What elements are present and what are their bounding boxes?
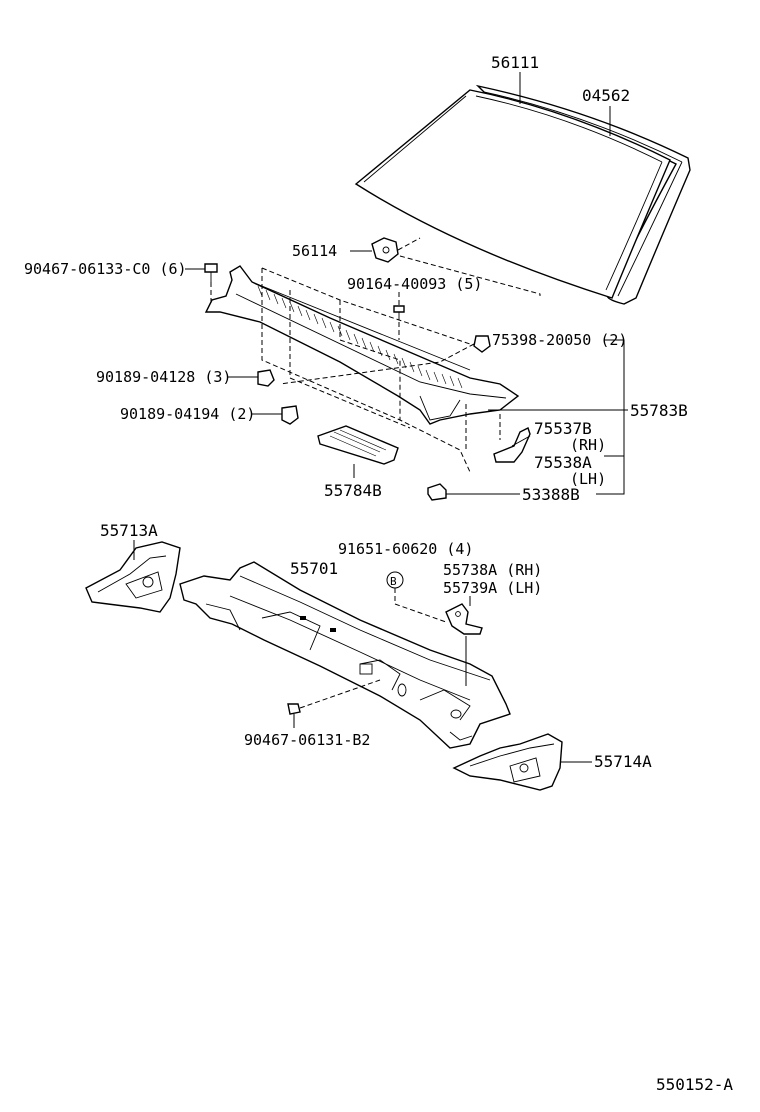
bolt-bottom bbox=[287, 703, 301, 715]
clip-04194 bbox=[281, 405, 299, 425]
dash-75398 bbox=[279, 343, 475, 385]
label-75537b: 75537B bbox=[534, 419, 592, 438]
label-b-mark: B bbox=[390, 575, 397, 588]
side-panel-lh bbox=[85, 541, 181, 613]
clip-04128 bbox=[257, 369, 275, 387]
label-04562: 04562 bbox=[582, 86, 630, 105]
label-75398: 75398-20050 (2) bbox=[492, 331, 627, 349]
label-55783b: 55783B bbox=[630, 401, 688, 420]
leader-bracket bbox=[511, 435, 531, 447]
label-55738a: 55738A (RH) bbox=[443, 561, 542, 579]
label-75538a: 75538A bbox=[534, 453, 592, 472]
label-75537b-side: (RH) bbox=[570, 436, 606, 454]
label-55714a: 55714A bbox=[594, 752, 652, 771]
seal-55784b bbox=[317, 425, 399, 465]
label-56111: 56111 bbox=[491, 53, 539, 72]
bolt-top bbox=[204, 263, 218, 282]
clip-75398 bbox=[473, 335, 491, 353]
dash-56114 bbox=[397, 237, 541, 296]
label-55701: 55701 bbox=[290, 559, 338, 578]
leader-group-right bbox=[596, 339, 625, 495]
bracket-75537b bbox=[493, 427, 531, 463]
dash-louver-d bbox=[339, 300, 401, 420]
label-56114: 56114 bbox=[292, 242, 337, 260]
cowl-louver bbox=[204, 265, 520, 425]
screw-top bbox=[393, 305, 405, 320]
label-04128: 90189-04128 (3) bbox=[96, 368, 231, 386]
label-screw-top: 90164-40093 (5) bbox=[347, 275, 482, 293]
clip-56114 bbox=[371, 237, 399, 263]
diagram-code: 550152-A bbox=[656, 1075, 733, 1094]
cowl-panel bbox=[179, 561, 511, 749]
cushion-53388b bbox=[427, 483, 447, 501]
dash-louver-c bbox=[289, 290, 411, 429]
label-bolt-bottom: 90467-06131-B2 bbox=[244, 731, 370, 749]
label-55739a: 55739A (LH) bbox=[443, 579, 542, 597]
label-91651: 91651-60620 (4) bbox=[338, 540, 473, 558]
label-75538a-side: (LH) bbox=[570, 470, 606, 488]
label-55713a: 55713A bbox=[100, 521, 158, 540]
dash-b-mark bbox=[394, 588, 447, 623]
brace-55738a bbox=[445, 603, 483, 635]
windshield-glass bbox=[354, 89, 671, 299]
label-bolt-top: 90467-06133-C0 (6) bbox=[24, 260, 187, 278]
side-panel-rh bbox=[452, 733, 563, 791]
label-53388b: 53388B bbox=[522, 485, 580, 504]
label-04194: 90189-04194 (2) bbox=[120, 405, 255, 423]
label-55784b: 55784B bbox=[324, 481, 382, 500]
dash-bolt-bottom bbox=[299, 679, 381, 709]
